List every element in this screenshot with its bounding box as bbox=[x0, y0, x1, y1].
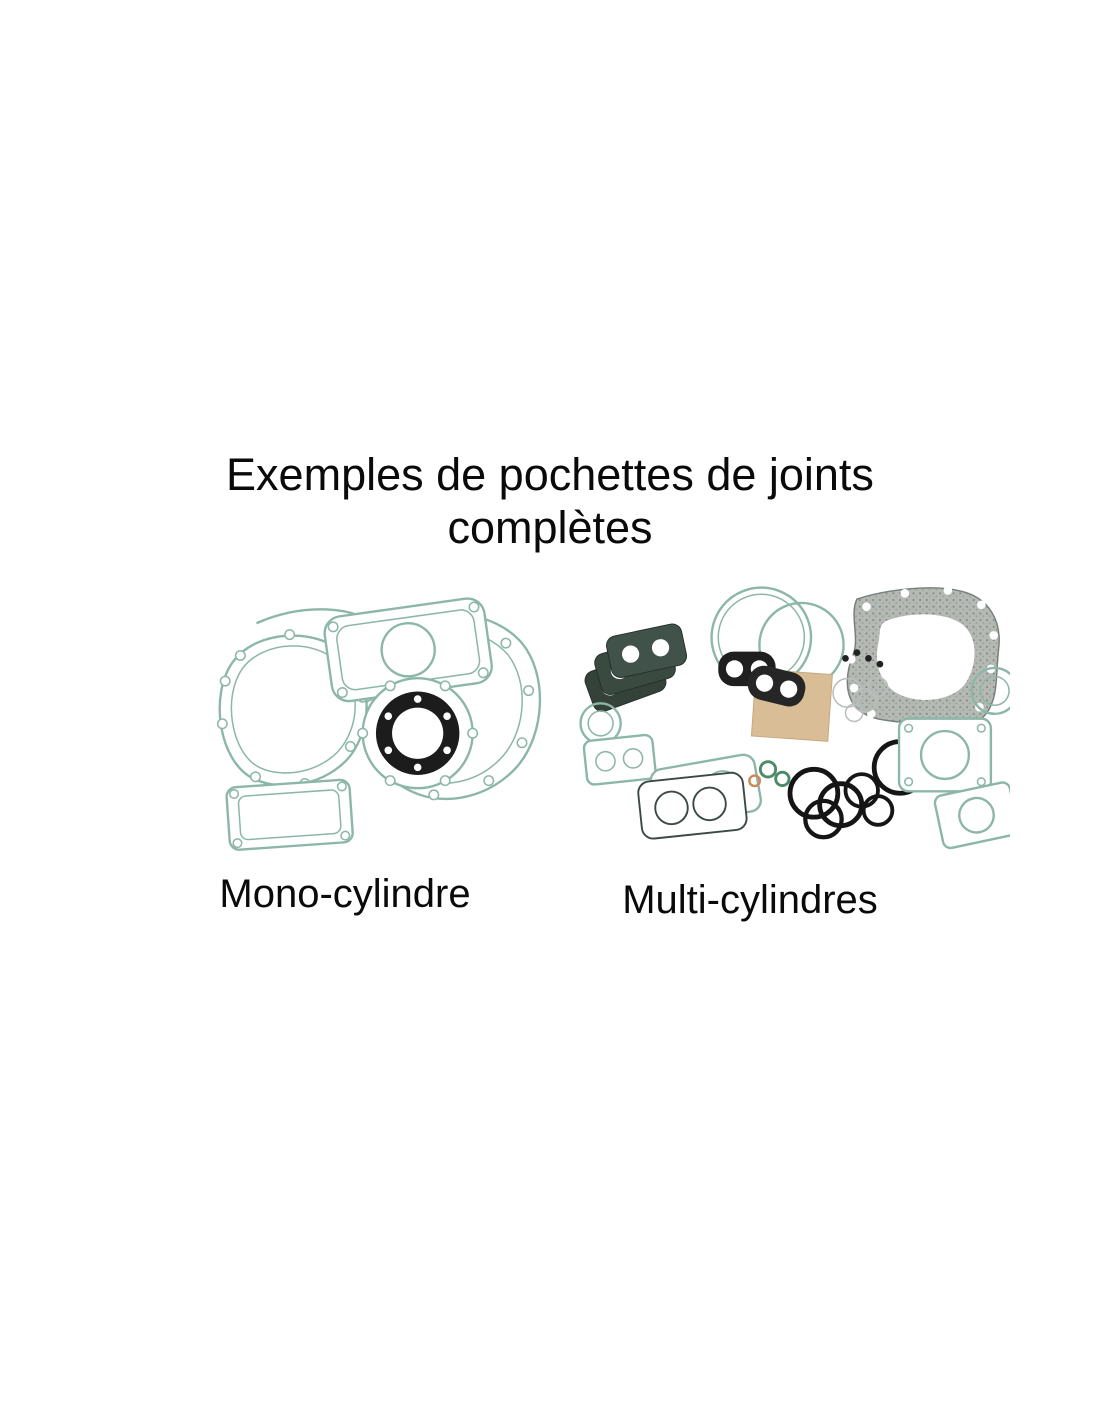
head-gasket-ring-right bbox=[970, 666, 1010, 716]
mono-cylinder-gasket-photo bbox=[175, 591, 575, 866]
caption-multi-cylindres: Multi-cylindres bbox=[622, 878, 878, 922]
square-head-gasket-lower bbox=[933, 781, 1010, 850]
multi-cylinder-gasket-photo bbox=[570, 574, 1010, 869]
rectangular-gasket bbox=[225, 778, 354, 851]
image-title-line1: Exemples de pochettes de joints bbox=[226, 449, 874, 500]
small-o-rings bbox=[748, 760, 791, 788]
small-teal-rect-gasket bbox=[582, 733, 657, 786]
caption-mono-cylindre: Mono-cylindre bbox=[219, 872, 471, 916]
rubber-grommets bbox=[842, 649, 884, 668]
cylinder-head-gasket-black bbox=[375, 691, 460, 775]
multi-kit-illustration bbox=[579, 586, 1010, 850]
shim-rings bbox=[832, 676, 889, 723]
metal-clutch-gasket bbox=[846, 586, 1000, 731]
image-title-line2: complètes bbox=[447, 502, 653, 554]
image-title: Exemples de pochettes de joints complète… bbox=[0, 448, 1100, 554]
stacked-manifold-gaskets bbox=[584, 623, 688, 712]
square-head-gasket-right bbox=[897, 717, 993, 793]
mono-kit-illustration bbox=[216, 597, 542, 851]
carb-gaskets-black bbox=[718, 651, 806, 707]
twin-hole-gaskets bbox=[637, 753, 762, 840]
